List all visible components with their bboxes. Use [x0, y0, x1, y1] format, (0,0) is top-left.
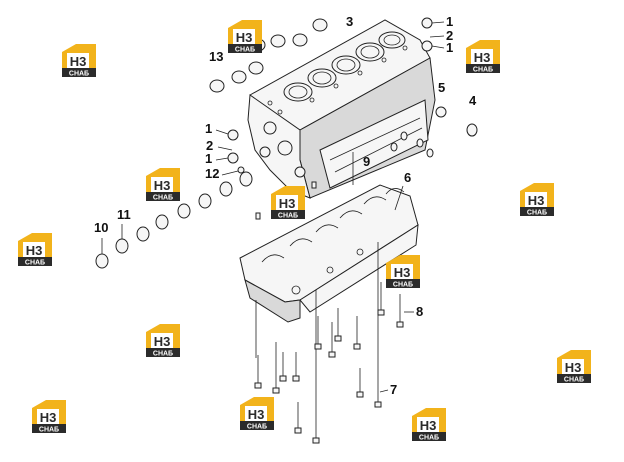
logo-subtitle: СНАБ	[69, 71, 89, 78]
logo-letters: H3	[40, 410, 57, 425]
logo-bar	[412, 432, 446, 441]
logo-letters: H3	[474, 50, 491, 65]
logo-bar	[62, 68, 96, 77]
logo-inner	[67, 53, 89, 68]
logo-letters: H3	[420, 418, 437, 433]
logo-inner	[562, 359, 584, 374]
callout-1: 1	[205, 151, 212, 166]
logo-subtitle: СНАБ	[39, 427, 59, 434]
logo-subtitle: СНАБ	[564, 377, 584, 384]
logo-letters: H3	[565, 360, 582, 375]
logo-subtitle: СНАБ	[527, 210, 547, 217]
callout-1: 1	[446, 40, 453, 55]
logo-bar	[557, 374, 591, 383]
callout-1: 1	[446, 14, 453, 29]
dowel-pins	[255, 181, 317, 220]
logo-bar	[146, 192, 180, 201]
cam-bushings-right	[390, 106, 478, 158]
leader-6	[394, 185, 404, 211]
logo-bar	[520, 207, 554, 216]
callout-6: 6	[404, 170, 411, 185]
plugs-left	[215, 129, 245, 176]
logo-inner	[417, 417, 439, 432]
logo-letters: H3	[154, 178, 171, 193]
logo-bar	[271, 210, 305, 219]
logo-inner	[525, 192, 547, 207]
plugs-top-right	[421, 17, 445, 52]
logo-bar	[146, 348, 180, 357]
logo-subtitle: СНАБ	[393, 282, 413, 289]
callout-4: 4	[469, 93, 477, 108]
cylinder-block	[247, 19, 436, 199]
logo-inner	[471, 49, 493, 64]
callout-11: 11	[117, 207, 131, 222]
bedplate-bolts	[254, 242, 414, 444]
logo-inner	[23, 242, 45, 257]
logo-subtitle: СНАБ	[153, 351, 173, 358]
callout-1: 1	[205, 121, 212, 136]
logo-inner	[37, 409, 59, 424]
logo-inner	[276, 195, 298, 210]
logo-letters: H3	[248, 407, 265, 422]
logo-letters: H3	[528, 193, 545, 208]
liner-seals	[209, 18, 328, 93]
logo-bar	[386, 279, 420, 288]
callout-13: 13	[209, 49, 223, 64]
logo-bar	[466, 64, 500, 73]
callout-2: 2	[206, 138, 213, 153]
logo-subtitle: СНАБ	[419, 435, 439, 442]
bedplate	[239, 184, 419, 323]
callout-2: 2	[446, 28, 453, 43]
callout-8: 8	[416, 304, 423, 319]
callout-12: 12	[205, 166, 219, 181]
logo-inner	[233, 29, 255, 44]
logo-letters: H3	[279, 196, 296, 211]
logo-letters: H3	[154, 334, 171, 349]
logo-inner	[151, 333, 173, 348]
logo-inner	[151, 177, 173, 192]
logo-subtitle: СНАБ	[247, 424, 267, 431]
callout-7: 7	[390, 382, 397, 397]
logo-subtitle: СНАБ	[278, 213, 298, 220]
main-bearing-shells	[95, 171, 253, 269]
logo-subtitle: СНАБ	[25, 260, 45, 267]
logo-subtitle: СНАБ	[153, 195, 173, 202]
logo-bar	[18, 257, 52, 266]
logo-bar	[240, 421, 274, 430]
callout-9: 9	[363, 154, 370, 169]
logo-letters: H3	[70, 54, 87, 69]
logo-subtitle: СНАБ	[473, 67, 493, 74]
logo-bar	[228, 44, 262, 53]
logo-letters: H3	[236, 30, 253, 45]
logo-inner	[391, 264, 413, 279]
logo-letters: H3	[26, 243, 43, 258]
logo-letters: H3	[394, 265, 411, 280]
logo-subtitle: СНАБ	[235, 47, 255, 54]
callout-3: 3	[346, 14, 353, 29]
logo-bar	[32, 424, 66, 433]
callout-10: 10	[94, 220, 108, 235]
logo-inner	[245, 406, 267, 421]
callout-5: 5	[438, 80, 445, 95]
